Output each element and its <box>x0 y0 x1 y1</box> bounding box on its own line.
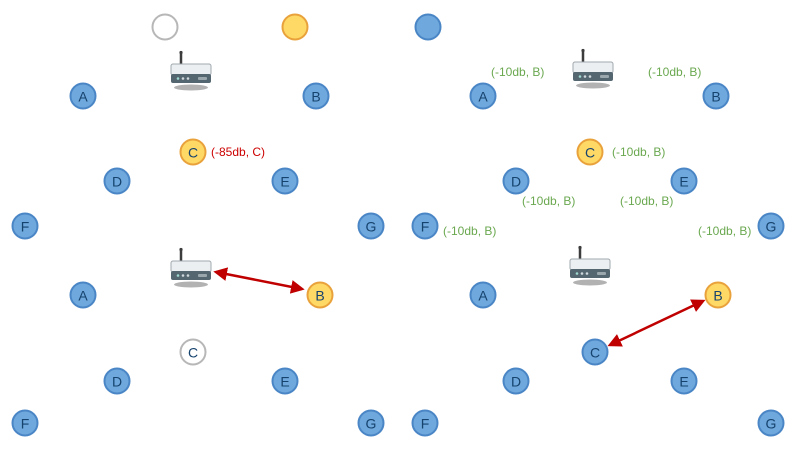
node-top-right-G: G <box>757 212 785 240</box>
node-bottom-left-A: A <box>69 281 97 309</box>
node-bottom-left-D: D <box>103 367 131 395</box>
node-bottom-left-C: C <box>179 338 207 366</box>
roam-arrow-bottom-left <box>213 267 305 294</box>
node-label: F <box>420 415 430 431</box>
wifi-router-icon-top-left <box>168 50 214 92</box>
node-label: C <box>589 344 601 360</box>
node-label: E <box>679 373 689 389</box>
node-label: G <box>765 218 777 234</box>
node-label: D <box>510 373 522 389</box>
wifi-router-icon-bottom-left <box>168 247 214 289</box>
node-label: F <box>20 218 30 234</box>
node-label: D <box>111 373 123 389</box>
node-top-left-F: F <box>11 212 39 240</box>
node-bottom-right-F: F <box>411 409 439 437</box>
signal-annotation-top-right-E: (-10db, B) <box>620 194 674 208</box>
node-bottom-right-E: E <box>670 367 698 395</box>
node-label: A <box>78 88 88 104</box>
node-bottom-left-E: E <box>271 367 299 395</box>
signal-annotation-top-right-A: (-10db, B) <box>491 65 545 79</box>
roam-arrow-bottom-right <box>607 299 706 347</box>
node-label: E <box>280 173 290 189</box>
signal-annotation-top-right-F: (-10db, B) <box>443 224 497 238</box>
node-label: B <box>311 88 321 104</box>
signal-annotation-top-right-G: (-10db, B) <box>698 224 752 238</box>
node-top-right-E: E <box>670 167 698 195</box>
node-top-right-C: C <box>576 138 604 166</box>
white-legend-marker <box>151 13 179 41</box>
node-top-left-A: A <box>69 82 97 110</box>
node-label: C <box>187 144 199 160</box>
wifi-router-icon-top-right <box>570 48 616 90</box>
node-label: F <box>20 415 30 431</box>
node-label: F <box>420 218 430 234</box>
node-label: D <box>510 173 522 189</box>
node-top-left-B: B <box>302 82 330 110</box>
node-label: E <box>280 373 290 389</box>
node-label: A <box>478 287 488 303</box>
blue-legend-marker <box>414 13 442 41</box>
signal-annotation-top-left-C: (-85db, C) <box>211 145 266 159</box>
node-label: A <box>478 88 488 104</box>
node-bottom-right-C: C <box>581 338 609 366</box>
node-label: C <box>584 144 596 160</box>
node-bottom-right-D: D <box>502 367 530 395</box>
node-bottom-left-B: B <box>306 281 334 309</box>
node-bottom-right-G: G <box>757 409 785 437</box>
node-top-left-E: E <box>271 167 299 195</box>
node-label: A <box>78 287 88 303</box>
node-top-left-D: D <box>103 167 131 195</box>
node-top-right-F: F <box>411 212 439 240</box>
node-top-right-B: B <box>702 82 730 110</box>
node-label: E <box>679 173 689 189</box>
node-bottom-right-A: A <box>469 281 497 309</box>
node-top-left-C: C <box>179 138 207 166</box>
node-top-right-D: D <box>502 167 530 195</box>
signal-annotation-top-right-C: (-10db, B) <box>612 145 666 159</box>
node-label: G <box>365 415 377 431</box>
node-top-right-A: A <box>469 82 497 110</box>
node-bottom-right-B: B <box>704 281 732 309</box>
node-label: G <box>365 218 377 234</box>
node-top-left-G: G <box>357 212 385 240</box>
yellow-legend-marker <box>281 13 309 41</box>
node-label: G <box>765 415 777 431</box>
node-label: B <box>315 287 325 303</box>
wifi-router-icon-bottom-right <box>567 245 613 287</box>
node-bottom-left-F: F <box>11 409 39 437</box>
node-label: B <box>713 287 723 303</box>
node-label: D <box>111 173 123 189</box>
node-bottom-left-G: G <box>357 409 385 437</box>
signal-annotation-top-right-D: (-10db, B) <box>522 194 576 208</box>
signal-annotation-top-right-B: (-10db, B) <box>648 65 702 79</box>
node-label: C <box>187 344 199 360</box>
node-label: B <box>711 88 721 104</box>
